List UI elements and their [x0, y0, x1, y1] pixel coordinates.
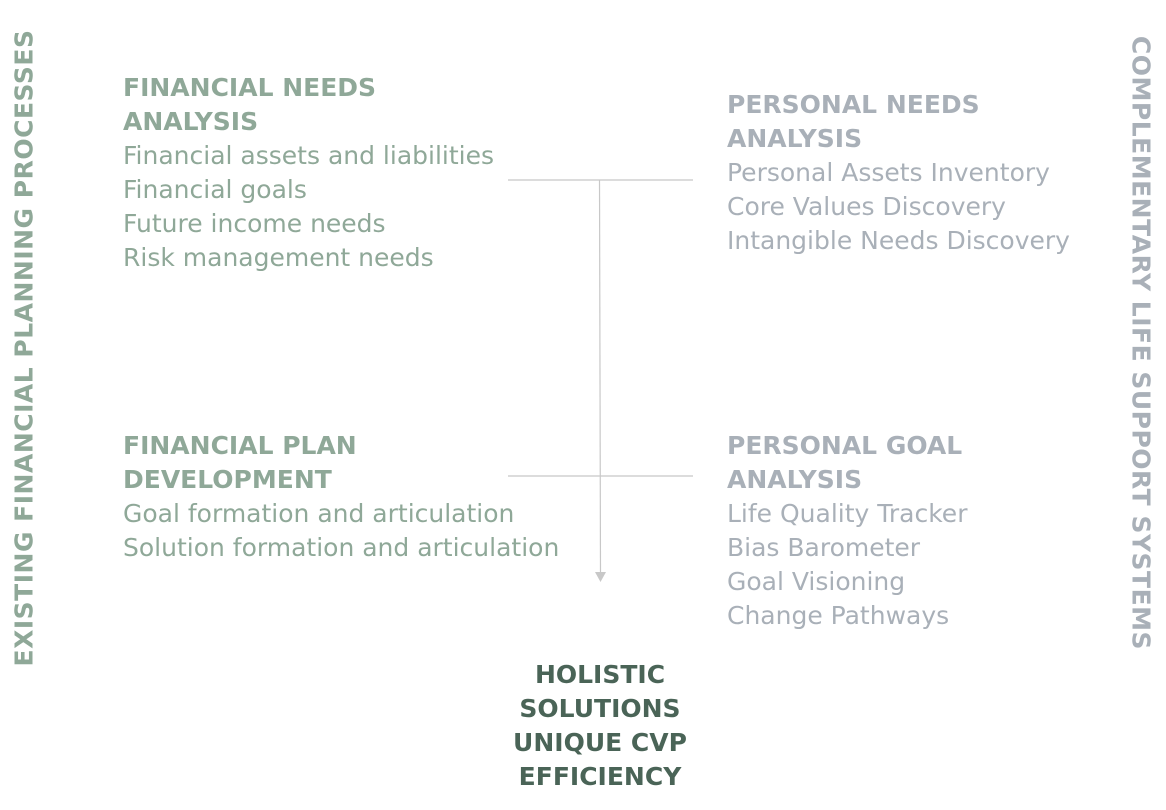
title-line: PERSONAL NEEDS	[727, 90, 980, 119]
outcome-line: UNIQUE CVP	[513, 728, 687, 757]
personal-needs-items: Personal Assets Inventory Core Values Di…	[727, 156, 1107, 258]
financial-needs-title: FINANCIAL NEEDS ANALYSIS	[123, 71, 503, 139]
title-line: DEVELOPMENT	[123, 465, 332, 494]
financial-plan-title: FINANCIAL PLAN DEVELOPMENT	[123, 429, 583, 497]
personal-needs-analysis: PERSONAL NEEDS ANALYSIS Personal Assets …	[727, 88, 1107, 258]
title-line: FINANCIAL NEEDS	[123, 73, 377, 102]
personal-goal-title: PERSONAL GOAL ANALYSIS	[727, 429, 1107, 497]
list-item: Bias Barometer	[727, 533, 921, 562]
outcome-line: SOLUTIONS	[519, 694, 681, 723]
list-item: Risk management needs	[123, 243, 434, 272]
list-item: Intangible Needs Discovery	[727, 226, 1070, 255]
down-arrow-icon	[595, 572, 606, 582]
list-item: Financial assets and liabilities	[123, 141, 494, 170]
list-item: Personal Assets Inventory	[727, 158, 1050, 187]
list-item: Life Quality Tracker	[727, 499, 968, 528]
title-line: ANALYSIS	[123, 107, 259, 136]
personal-goal-analysis: PERSONAL GOAL ANALYSIS Life Quality Trac…	[727, 429, 1107, 633]
list-item: Future income needs	[123, 209, 386, 238]
list-item: Solution formation and articulation	[123, 533, 560, 562]
financial-needs-items: Financial assets and liabilities Financi…	[123, 139, 503, 275]
list-item: Core Values Discovery	[727, 192, 1006, 221]
financial-needs-analysis: FINANCIAL NEEDS ANALYSIS Financial asset…	[123, 71, 503, 275]
outcome-line: HOLISTIC	[534, 660, 666, 689]
title-line: FINANCIAL PLAN	[123, 431, 357, 460]
list-item: Change Pathways	[727, 601, 950, 630]
title-line: PERSONAL GOAL	[727, 431, 963, 460]
outcome-line: EFFICIENCY	[518, 762, 682, 791]
holistic-outcome: HOLISTIC SOLUTIONS UNIQUE CVP EFFICIENCY	[440, 658, 760, 794]
personal-goal-items: Life Quality Tracker Bias Barometer Goal…	[727, 497, 1107, 633]
title-line: ANALYSIS	[727, 124, 863, 153]
list-item: Goal formation and articulation	[123, 499, 515, 528]
list-item: Financial goals	[123, 175, 307, 204]
financial-plan-items: Goal formation and articulation Solution…	[123, 497, 583, 565]
financial-plan-development: FINANCIAL PLAN DEVELOPMENT Goal formatio…	[123, 429, 583, 565]
list-item: Goal Visioning	[727, 567, 906, 596]
title-line: ANALYSIS	[727, 465, 863, 494]
personal-needs-title: PERSONAL NEEDS ANALYSIS	[727, 88, 1107, 156]
vertical-flow-connector	[598, 179, 602, 573]
